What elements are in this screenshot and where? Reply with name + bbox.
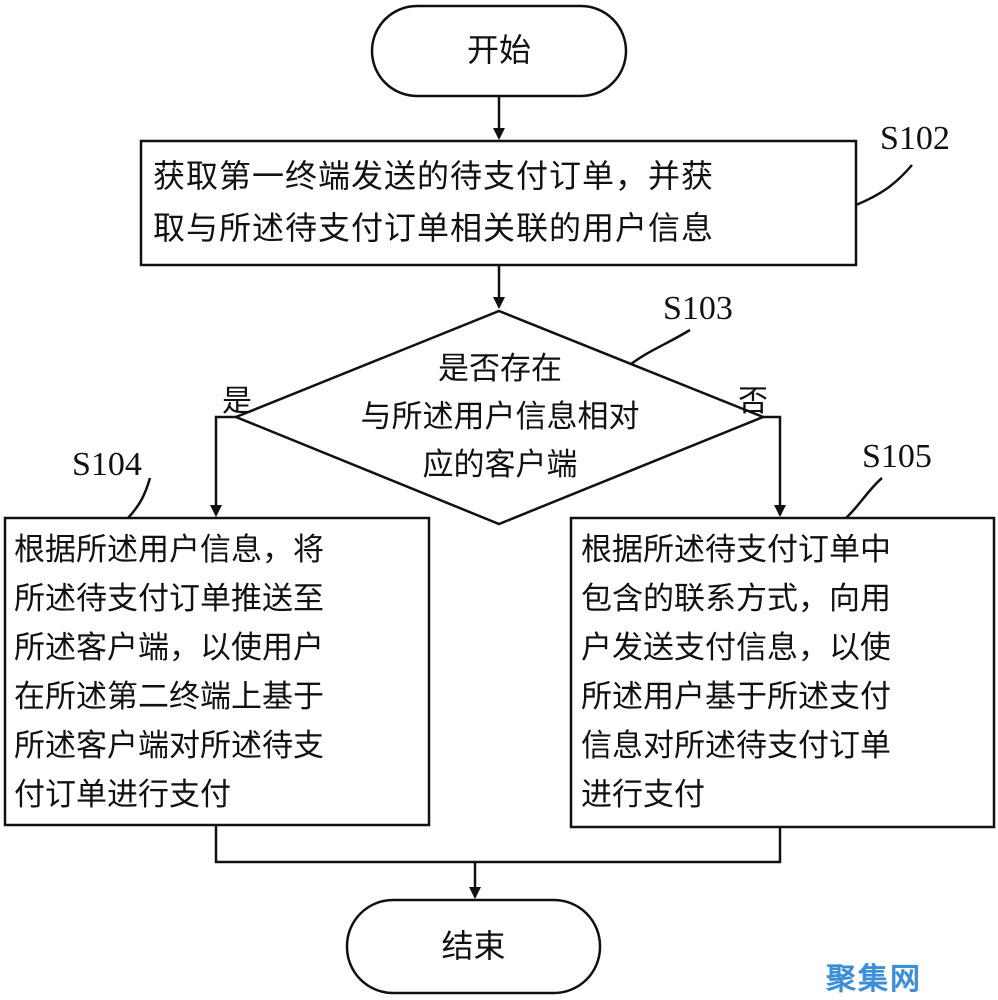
s103-leader <box>630 328 691 366</box>
s103-label: S103 <box>663 290 733 327</box>
s105-box <box>569 516 996 829</box>
s102-label: S102 <box>880 120 950 157</box>
s102-box <box>139 139 858 267</box>
end-terminal <box>345 898 602 995</box>
s105-text: 根据所述待支付订单中 包含的联系方式，向用 户发送支付信息，以使 所述用户基于所… <box>581 532 891 813</box>
s102-leader <box>855 164 913 207</box>
s103-text: 是否存在 与所述用户信息相对 应的客户端 <box>360 351 640 483</box>
no-label: 否 <box>738 384 768 419</box>
s104-label: S104 <box>72 446 142 483</box>
s105-label: S105 <box>862 438 932 475</box>
merge-line <box>214 825 782 864</box>
s104-leader <box>127 477 152 519</box>
s102-text: 获取第一终端发送的待支付订单，并获 取与所述待支付订单相关联的用户信息 <box>153 157 715 247</box>
watermark-logo: 聚集网 <box>826 962 922 997</box>
s104-box <box>3 516 431 827</box>
s104-text: 根据所述用户信息，将 所述待支付订单推送至 所述客户端，以使用户 在所述第二终端… <box>14 532 324 813</box>
yes-label: 是 <box>222 384 252 419</box>
start-text: 开始 <box>466 31 531 69</box>
end-text: 结束 <box>441 927 506 965</box>
arrow-yes-to-s104 <box>210 415 236 517</box>
arrow-no-to-s105 <box>763 415 786 517</box>
s105-leader <box>845 477 883 519</box>
